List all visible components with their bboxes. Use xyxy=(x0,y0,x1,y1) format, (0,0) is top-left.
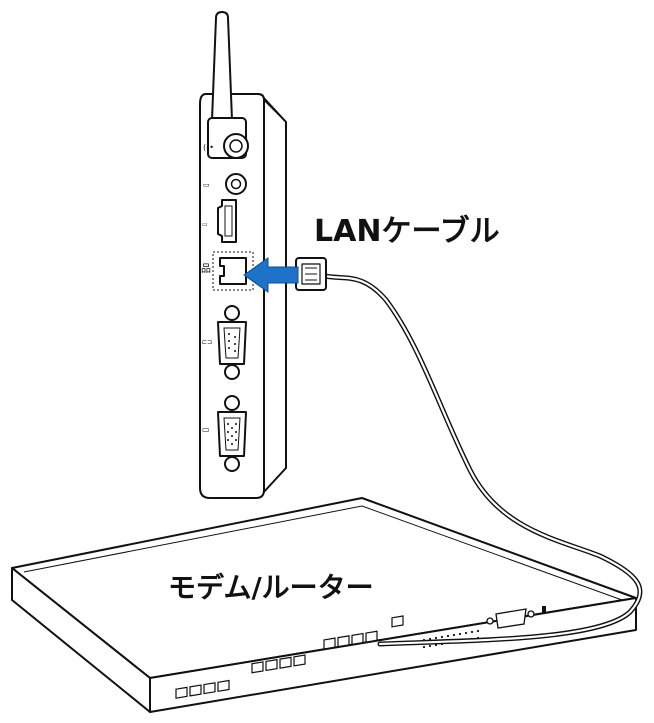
rj45-plug xyxy=(296,258,326,290)
monitor-icon: ▭ xyxy=(202,425,210,434)
router-port xyxy=(252,662,263,673)
serial-icon: ⊏⊐ xyxy=(202,339,212,346)
pc-front-face xyxy=(200,94,264,498)
router-port xyxy=(366,631,377,642)
router-port xyxy=(338,636,349,647)
audio-icon: ▭ xyxy=(203,181,210,189)
pc-side-face xyxy=(262,96,286,494)
router-port xyxy=(266,660,277,671)
router-port xyxy=(190,685,201,696)
vga-port xyxy=(218,396,246,471)
wifi-antenna xyxy=(208,12,248,158)
modem-router xyxy=(12,498,636,712)
router-port xyxy=(280,657,291,668)
insert-direction-arrow xyxy=(244,258,298,292)
modem-router-label: モデム/ルーター xyxy=(168,571,374,604)
router-port xyxy=(176,687,187,698)
router-port xyxy=(218,680,229,691)
lan-cable-inner xyxy=(325,276,640,644)
router-port xyxy=(204,683,215,694)
network-icon: 品 xyxy=(201,263,211,275)
router-front-face xyxy=(150,598,636,712)
hdmi-icon: ▭ xyxy=(202,221,208,228)
router-uplink-port xyxy=(392,616,403,627)
router-port xyxy=(324,638,335,649)
lan-cable-label: LANケーブル xyxy=(314,214,500,249)
router-port xyxy=(352,634,363,645)
router-top-bevel xyxy=(24,506,622,600)
router-ports xyxy=(176,616,403,698)
router-serial-connector xyxy=(487,609,534,628)
lan-cable xyxy=(325,276,640,644)
wifi-icon: ((• xyxy=(203,143,214,152)
lan-port xyxy=(220,258,246,284)
router-power-switch xyxy=(542,606,546,614)
mini-pc: ((• ▭ ▭ 品 ⊏⊐ ▭ xyxy=(200,12,286,498)
serial-port xyxy=(218,306,246,379)
router-port xyxy=(294,655,305,666)
